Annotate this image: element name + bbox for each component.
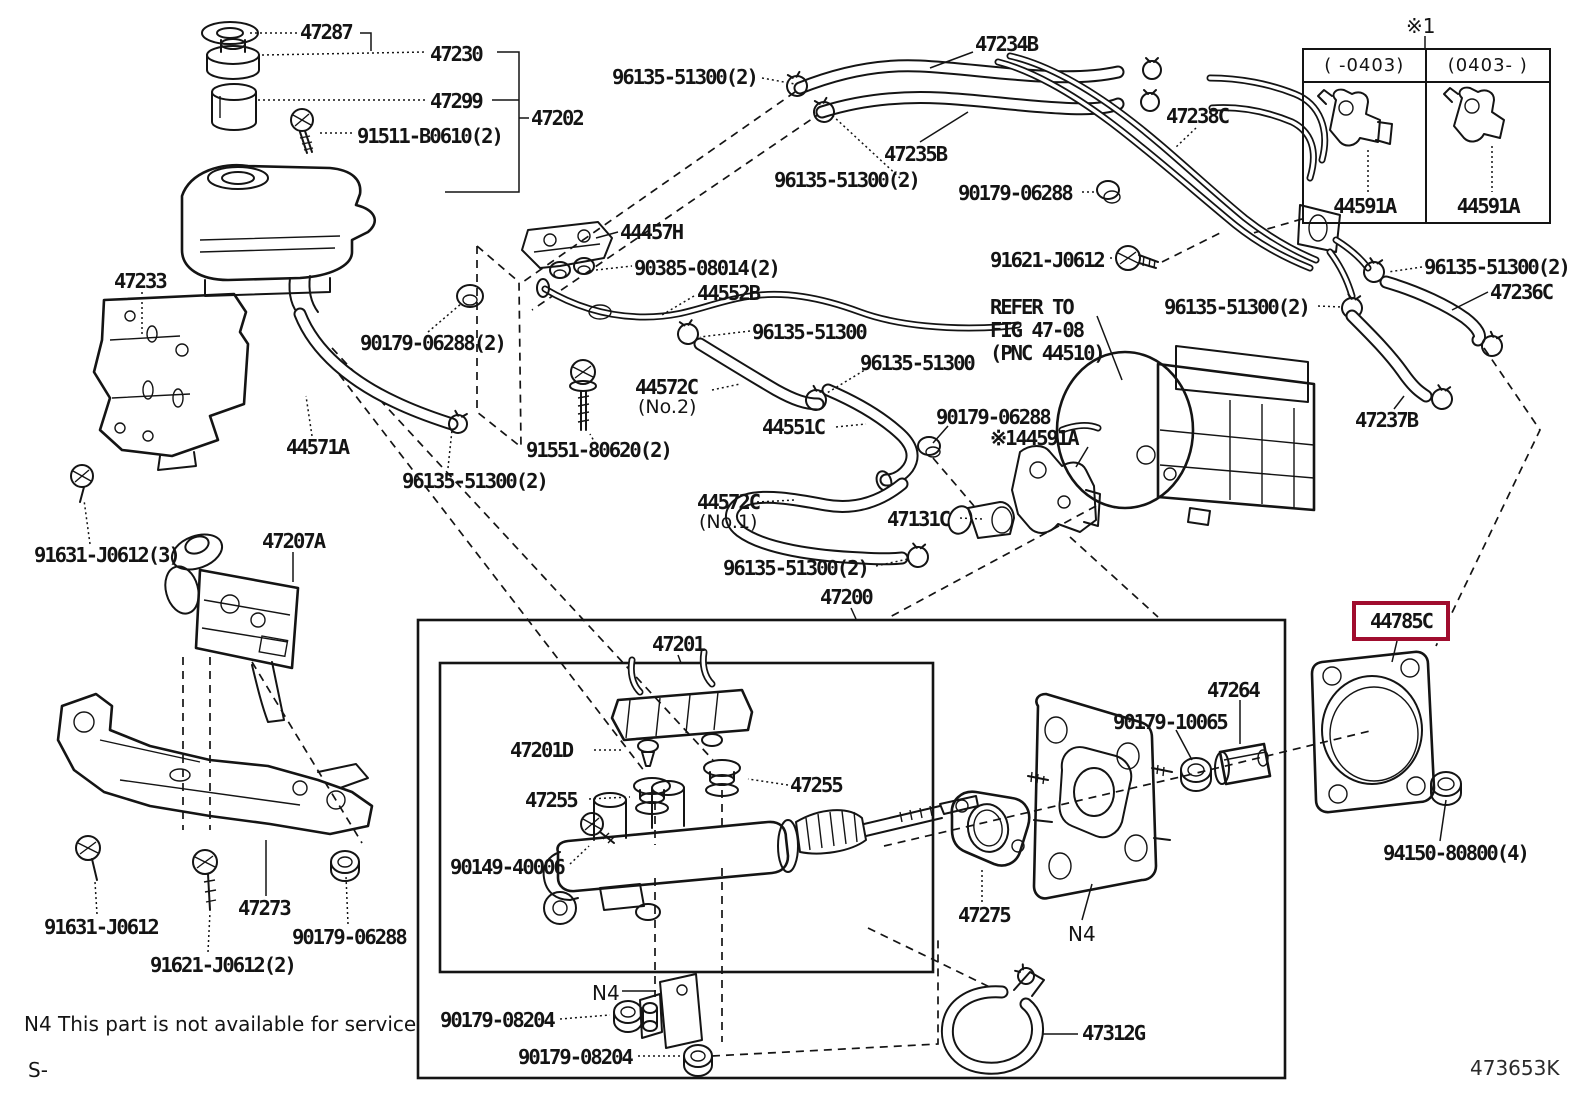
label-91621-J0612: 91621-J0612 — [990, 248, 1106, 272]
label-x1-44591A: ※144591A — [990, 426, 1080, 450]
label-no2: (No.2) — [638, 396, 697, 418]
label-47238C: 47238C — [1166, 104, 1230, 128]
label-47236C: 47236C — [1490, 280, 1554, 304]
variant-col2-header: (0403- ) — [1426, 50, 1549, 83]
label-n4-bracket: N4 — [592, 981, 620, 1005]
label-96135-51300-d: 96135-51300 — [752, 320, 868, 344]
label-n4-plate: N4 — [1068, 922, 1096, 946]
label-refer-3: (PNC 44510) — [990, 341, 1106, 365]
highlighted-part-44785C[interactable]: 44785C — [1352, 601, 1450, 641]
label-91631-J0612-3: 91631-J0612(3) — [34, 543, 181, 567]
hose-47312G-drawing — [940, 963, 1045, 1075]
label-47131C: 47131C — [887, 507, 951, 531]
variant-col2-part: 44591A — [1456, 194, 1521, 218]
figure-code: 473653K — [1470, 1056, 1560, 1080]
label-44457H: 44457H — [620, 220, 684, 244]
label-91631-J0612: 91631-J0612 — [44, 915, 160, 939]
label-47235B: 47235B — [884, 142, 948, 166]
bracket-47273-drawing — [56, 692, 374, 911]
dashed-relation-lines — [182, 91, 1541, 1057]
label-90179-06288-mid: 90179-06288 — [936, 405, 1052, 429]
label-91551-80620: 91551-80620(2) — [526, 438, 673, 462]
label-91511-B0610: 91511-B0610(2) — [357, 124, 504, 148]
bracket-47233-drawing — [70, 292, 250, 503]
leader-lines — [83, 32, 1493, 1057]
master-cylinder-drawing — [542, 648, 979, 925]
label-47230: 47230 — [430, 42, 484, 66]
variant-table-sketches — [1317, 86, 1505, 147]
label-96135-51300-e: 96135-51300 — [860, 351, 976, 375]
label-47233: 47233 — [114, 269, 168, 293]
label-44572C-no1: 44572C — [697, 490, 761, 514]
label-90179-08204-a: 90179-08204 — [440, 1008, 556, 1032]
hose-44571A-drawing — [293, 307, 468, 434]
variant-col1-part: 44591A — [1304, 83, 1427, 222]
label-90385-08014: 90385-08014(2) — [634, 256, 781, 280]
pump-47207A-drawing — [164, 533, 300, 723]
label-90179-10065: 90179-10065 — [1113, 710, 1229, 734]
label-refer-1: REFER TO — [990, 295, 1075, 319]
label-refer-2: FIG 47-08 — [990, 318, 1085, 342]
label-47264: 47264 — [1207, 678, 1261, 702]
n4-bracket-drawing — [613, 973, 713, 1077]
variant-table-marker: ※1 — [1406, 14, 1436, 38]
service-note: N4 This part is not available for servic… — [24, 1012, 417, 1036]
label-44572C-no2: 44572C — [635, 375, 699, 399]
series-prefix: S- — [28, 1058, 48, 1082]
variant-col1-header: ( -0403) — [1304, 50, 1427, 83]
label-47201: 47201 — [652, 632, 706, 656]
label-44551C: 44551C — [762, 415, 826, 439]
right-side-parts-drawing — [950, 650, 1462, 900]
label-94150-80800: 94150-80800(4) — [1383, 841, 1530, 865]
label-91621-J0612-2: 91621-J0612(2) — [150, 953, 297, 977]
label-96135-51300-b: 96135-51300(2) — [612, 65, 759, 89]
label-90179-06288-top: 90179-06288 — [958, 181, 1074, 205]
label-47234B: 47234B — [975, 32, 1039, 56]
label-96135-51300-g: 96135-51300(2) — [1164, 295, 1311, 319]
label-44571A: 44571A — [286, 435, 350, 459]
label-47287: 47287 — [300, 20, 354, 44]
label-47273: 47273 — [238, 896, 292, 920]
hoses-47234B-47235B-drawing — [786, 57, 1329, 182]
label-47255-l: 47255 — [525, 788, 579, 812]
reservoir-assembly-drawing — [180, 21, 377, 317]
label-47312G: 47312G — [1082, 1021, 1146, 1045]
abs-actuator-drawing — [1055, 245, 1316, 526]
label-96135-51300-f: 96135-51300(2) — [723, 556, 870, 580]
label-90179-06288-2: 90179-06288(2) — [360, 331, 507, 355]
middle-pipes-drawing — [456, 221, 1101, 568]
label-90149-40006: 90149-40006 — [450, 855, 566, 879]
label-90179-06288-bot: 90179-06288 — [292, 925, 408, 949]
label-47200: 47200 — [820, 585, 874, 609]
assembly-box-47201 — [438, 661, 935, 974]
label-47237B: 47237B — [1355, 408, 1419, 432]
pipe-47238C-drawing — [994, 52, 1504, 410]
label-96135-51300-a: 96135-51300(2) — [402, 469, 549, 493]
label-90179-08204-b: 90179-08204 — [518, 1045, 634, 1069]
label-47207A: 47207A — [262, 529, 326, 553]
label-96135-51300-h: 96135-51300(2) — [1424, 255, 1571, 279]
label-47255-r: 47255 — [790, 773, 844, 797]
assembly-box-47200 — [416, 618, 1287, 1080]
label-47201D: 47201D — [510, 738, 574, 762]
label-47202: 47202 — [531, 106, 585, 130]
label-96135-51300-c: 96135-51300(2) — [774, 168, 921, 192]
label-44552B: 44552B — [697, 281, 761, 305]
label-no1: (No.1) — [699, 511, 758, 533]
label-47299: 47299 — [430, 89, 484, 113]
variant-table: ( -0403) (0403- ) 44591A 44591A — [1302, 48, 1551, 224]
label-47275: 47275 — [958, 903, 1012, 927]
